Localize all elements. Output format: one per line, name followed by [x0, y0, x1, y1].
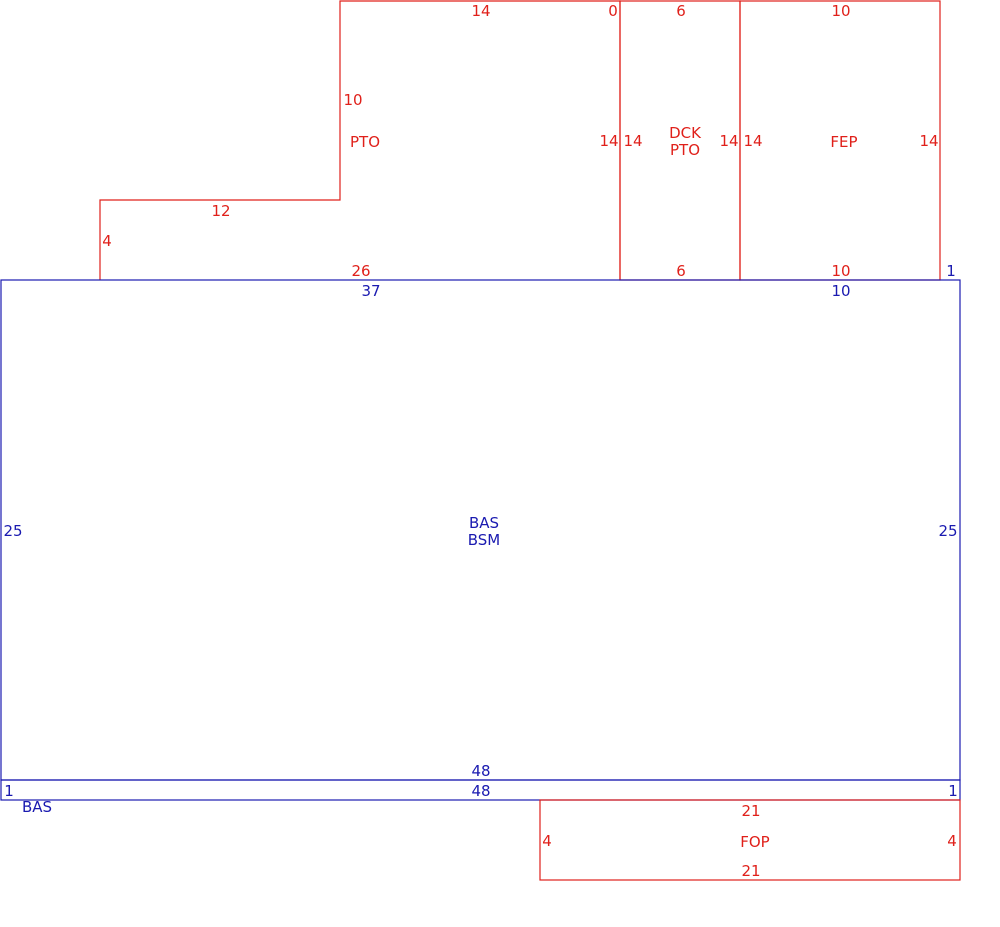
fop-dim-bottom: 21 [741, 862, 760, 880]
dck-pto-dim-right: 14 [719, 132, 738, 150]
pto-dim-right: 14 [599, 132, 618, 150]
pto-label: PTO [350, 133, 380, 151]
fop-dim-right: 4 [947, 832, 957, 850]
dck-pto-dim-bottom: 6 [676, 262, 686, 280]
dck-pto-dim-left: 14 [623, 132, 642, 150]
bsm-dim-bottom: 48 [471, 762, 490, 780]
dck-pto-label-line1: DCK [669, 124, 702, 142]
pto-dim-top: 14 [471, 2, 490, 20]
pto-dim-bottom: 26 [351, 262, 370, 280]
bsm-dim-top-right: 10 [831, 282, 850, 300]
fop-label: FOP [740, 833, 769, 851]
dck-pto-label-line2: PTO [670, 141, 700, 159]
bas-strip-dim-top: 48 [471, 782, 490, 800]
bas-strip-dim-right: 1 [948, 782, 958, 800]
fep-dim-bottom: 10 [831, 262, 850, 280]
pto-dim-step-vertical: 10 [343, 91, 362, 109]
bsm-dim-top-left: 37 [361, 282, 380, 300]
bsm-dim-right: 25 [938, 522, 957, 540]
pto-dim-top-right: 0 [608, 2, 618, 20]
fep-dim-top: 10 [831, 2, 850, 20]
bsm-label-line2: BSM [468, 531, 501, 549]
region-fep: FEP 10 14 14 10 1 [739, 0, 956, 281]
region-pto: PTO 14 0 10 12 4 26 14 [99, 0, 621, 280]
fep-dim-corner: 1 [946, 262, 956, 280]
bas-strip-label: BAS [22, 798, 52, 816]
region-bas-strip: BAS 48 1 1 [0, 779, 961, 816]
fop-dim-top: 21 [741, 802, 760, 820]
pto-dim-left: 4 [102, 232, 112, 250]
region-dck-pto: DCK PTO 6 14 14 6 [619, 0, 741, 281]
region-fop: FOP 21 4 4 21 [539, 799, 961, 881]
bas-strip-outline [0, 779, 961, 801]
dck-pto-dim-top: 6 [676, 2, 686, 20]
fop-outline [539, 799, 961, 881]
fep-dim-left: 14 [743, 132, 762, 150]
bas-strip-dim-left: 1 [4, 782, 14, 800]
bsm-dim-left: 25 [3, 522, 22, 540]
fep-label: FEP [830, 133, 857, 151]
pto-dim-step-horizontal: 12 [211, 202, 230, 220]
fep-dim-right: 14 [919, 132, 938, 150]
region-bsm: BAS BSM 37 10 25 25 48 [0, 279, 961, 781]
bsm-label-line1: BAS [469, 514, 499, 532]
fop-dim-left: 4 [542, 832, 552, 850]
